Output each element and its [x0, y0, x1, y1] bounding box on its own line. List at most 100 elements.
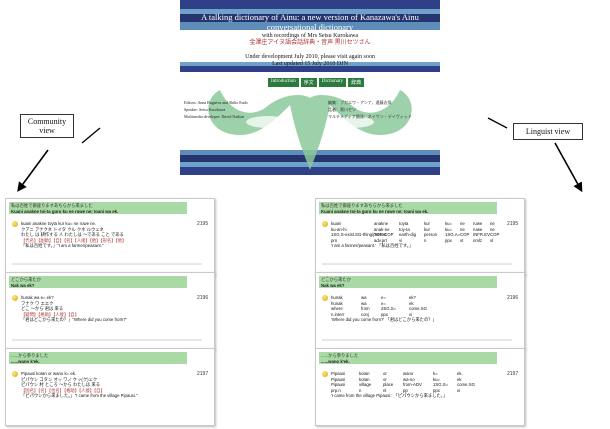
credit-developer-jp: マルチメディア開発：ネイサン・デイヴィッド	[328, 113, 412, 119]
linguist-entry-2197: ......から参りました ......wano k'ek. 2197 Pipa…	[315, 348, 525, 426]
gloss-cell: kur	[424, 226, 430, 232]
entry-body: kuani anakne toyta kur ku= ne ruwe ne. ク…	[21, 221, 193, 249]
translation-line: 「ピパウシから来ました。」"I came from the village Pi…	[21, 393, 138, 399]
gloss-line: ピパウシ 村 ところ ～から わたしは 来る	[21, 382, 101, 388]
gloss-cell: vt	[490, 237, 494, 243]
gloss-cell: ek	[409, 300, 414, 306]
entry-number: 2196	[197, 295, 209, 301]
gloss-cell: hunak	[331, 295, 343, 300]
play-sound-icon[interactable]	[12, 295, 18, 301]
entry-header-jp: どこから来たか	[11, 277, 41, 282]
play-sound-icon[interactable]	[322, 295, 328, 301]
play-sound-icon[interactable]	[322, 221, 328, 227]
play-sound-icon[interactable]	[12, 371, 18, 377]
dictionary-banner: A talking dictionary of Ainu: a new vers…	[180, 0, 440, 175]
gloss-cell: prp.n	[331, 387, 341, 393]
gloss-cell: k=	[433, 371, 438, 376]
gloss-cell: prn	[331, 237, 338, 243]
gloss-cell: kur	[424, 221, 430, 226]
gloss-cell: 1SG.S=	[433, 382, 449, 388]
gloss-cell: TOP-COP	[374, 232, 394, 238]
entry-body: hunak wa e= ek? フナク ワ エエク どこ ～から 君は 来る 【…	[21, 295, 193, 323]
gloss-cell: ppx	[381, 311, 388, 317]
gloss-cell: ppx	[445, 237, 452, 243]
ainu-line: hunak wa e= ek?	[21, 295, 54, 300]
entry-header-jp: 私は百姓で御座りますあちらから来ました	[321, 203, 403, 208]
gloss-cell: ruwe	[473, 226, 483, 232]
nav-dictionary-jp-link[interactable]: 辞典	[348, 78, 365, 87]
gloss-cell: n	[424, 237, 427, 243]
pos-line: 【代名】【副助】【自】【名】【人接】【他】【形名】【他】	[21, 237, 127, 243]
gloss-cell: 1SG.A=	[445, 232, 461, 238]
gloss-cell: ppx	[433, 387, 440, 393]
nav-introduction-jp-link[interactable]: 序文	[300, 78, 317, 87]
entry-number: 2195	[197, 221, 209, 227]
ainu-pattern-graphic	[208, 90, 412, 170]
gloss-cell: ne	[460, 221, 465, 226]
separator	[322, 263, 512, 265]
arrow-banner-to-linguist	[487, 117, 508, 129]
development-status: Under development July 2010, please visi…	[245, 54, 375, 60]
gloss-cell: come.SG	[409, 306, 427, 312]
gloss-cell: Pipausi	[331, 382, 346, 388]
dictionary-title: A talking dictionary of Ainu: a new vers…	[201, 12, 419, 32]
gloss-cell: ku=	[445, 221, 453, 226]
gloss-cell: vt	[460, 237, 464, 243]
gloss-cell: anak-ne	[374, 226, 390, 232]
gloss-cell: or	[383, 371, 387, 376]
credit-speaker-jp: 話者：黒川セツ	[328, 106, 356, 112]
gloss-cell: INFR.EV	[473, 232, 490, 238]
gloss-cell: vi	[399, 237, 403, 243]
banner-top-stripe	[180, 0, 440, 30]
gloss-cell: e=	[381, 300, 386, 306]
gloss-row-pos: prn adv.prt vi n ppx vt nmlz vt	[331, 238, 503, 244]
gloss-cell: ne	[490, 221, 495, 226]
gloss-cell: ek.	[457, 371, 463, 376]
entry-number: 2196	[507, 295, 519, 301]
entry-header: ......から参りました ......wano k'ek.	[319, 352, 497, 364]
gloss-cell: ek?	[409, 295, 416, 300]
gloss-cell: n.interr	[331, 311, 345, 317]
credit-developer: Multimedia developer: David Nathan	[184, 113, 244, 119]
gloss-cell: n	[359, 387, 362, 393]
play-sound-icon[interactable]	[12, 221, 18, 227]
entry-header: ......から参りました ......wano k'ek.	[9, 352, 187, 364]
gloss-cell: ne	[490, 226, 495, 232]
linguist-view-label: Linguist view	[513, 123, 583, 141]
entry-header-jp: 私は百姓で御座りますあちらから来ました	[11, 203, 93, 208]
ainu-line: kuani anakne toyta kur ku= ne ruwe ne.	[21, 221, 97, 226]
entry-header: どこから来たか Nak wa ek?	[319, 276, 497, 288]
entry-number: 2197	[197, 371, 209, 377]
entry-header-jp: ......から参りました	[11, 353, 49, 358]
gloss-cell: toyta	[399, 221, 409, 226]
gloss-cell: COP	[460, 232, 470, 238]
nav-dictionary-link[interactable]: Dictionary	[318, 78, 347, 87]
credits-english: Editors: Anna Bugaeva and Shiho Endo Spe…	[184, 100, 248, 120]
entry-header: 私は百姓で御座りますあちらから来ました Kuani anakne toi-ta …	[319, 202, 497, 214]
gloss-cell: ne	[460, 226, 465, 232]
ainu-line: Pipausi kotan or wano k= ek.	[21, 371, 77, 376]
katakana-line: クアニ アナクネ トイタ クル クネ ルウェネ	[21, 226, 104, 232]
katakana-line: フナク ワ エエク	[21, 300, 54, 306]
gloss-cell: person	[424, 232, 438, 238]
play-sound-icon[interactable]	[322, 371, 328, 377]
translation-line: 「君はどこから来たの？」"Where did you come from?"	[21, 317, 128, 323]
gloss-cell: nmlz	[473, 237, 483, 243]
entry-header-ainu: ......wano k'ek.	[11, 358, 40, 364]
gloss-cell: pp	[403, 387, 408, 393]
gloss-cell: COP	[490, 232, 500, 238]
nav-introduction-link[interactable]: Introduction	[268, 78, 299, 87]
credit-editors-jp: 編集：ブガエワ・アンナ，遠藤志保	[328, 100, 392, 105]
gloss-cell: anakne	[374, 221, 389, 226]
gloss-cell: adv.prt	[374, 237, 387, 243]
pos-line: 【固名】【名】【位名】【格助】【人接】【自】	[21, 387, 105, 393]
